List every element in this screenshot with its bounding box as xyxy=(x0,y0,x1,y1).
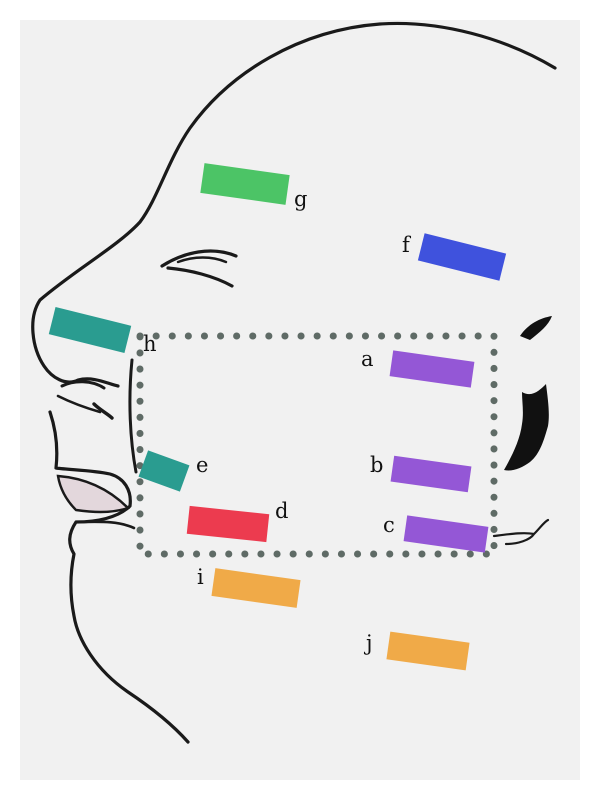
marker-d xyxy=(186,505,270,543)
marker-label-d: d xyxy=(275,499,288,523)
markers-layer xyxy=(48,163,507,671)
marker-f xyxy=(417,233,507,281)
marker-label-g: g xyxy=(294,187,307,211)
head-profile-outline xyxy=(31,21,557,388)
marker-label-f: f xyxy=(402,233,412,257)
marker-e xyxy=(138,450,190,492)
labels-layer: a b c d e f g h i j xyxy=(143,187,412,655)
marker-g xyxy=(200,163,290,205)
marker-i xyxy=(211,568,301,608)
ear-shape xyxy=(504,384,549,471)
nostril-outline xyxy=(60,380,106,390)
eye-lower-lid xyxy=(166,266,234,288)
marker-c xyxy=(403,515,489,553)
marker-label-b: b xyxy=(370,453,383,477)
marker-a xyxy=(389,350,475,388)
nose-bridge-line xyxy=(56,394,102,414)
marker-label-h: h xyxy=(143,332,157,356)
nose-underside xyxy=(92,402,114,420)
eye-crease xyxy=(176,256,228,264)
marker-label-j: j xyxy=(363,631,373,655)
eye-upper-lid xyxy=(160,249,238,268)
face-front-line xyxy=(48,410,190,744)
marker-b xyxy=(390,455,472,493)
marker-label-a: a xyxy=(361,347,374,371)
marker-j xyxy=(386,631,470,671)
mouth-line xyxy=(74,520,136,530)
dotted-treatment-region xyxy=(136,332,498,558)
jaw-line xyxy=(492,518,550,546)
marker-label-i: i xyxy=(197,565,204,589)
marker-label-c: c xyxy=(383,513,395,537)
lower-lip xyxy=(56,474,131,514)
panel-background xyxy=(20,20,580,780)
cheek-line xyxy=(128,358,138,474)
marker-label-e: e xyxy=(196,453,208,477)
ear-upper xyxy=(520,316,552,340)
marker-h xyxy=(48,306,132,354)
